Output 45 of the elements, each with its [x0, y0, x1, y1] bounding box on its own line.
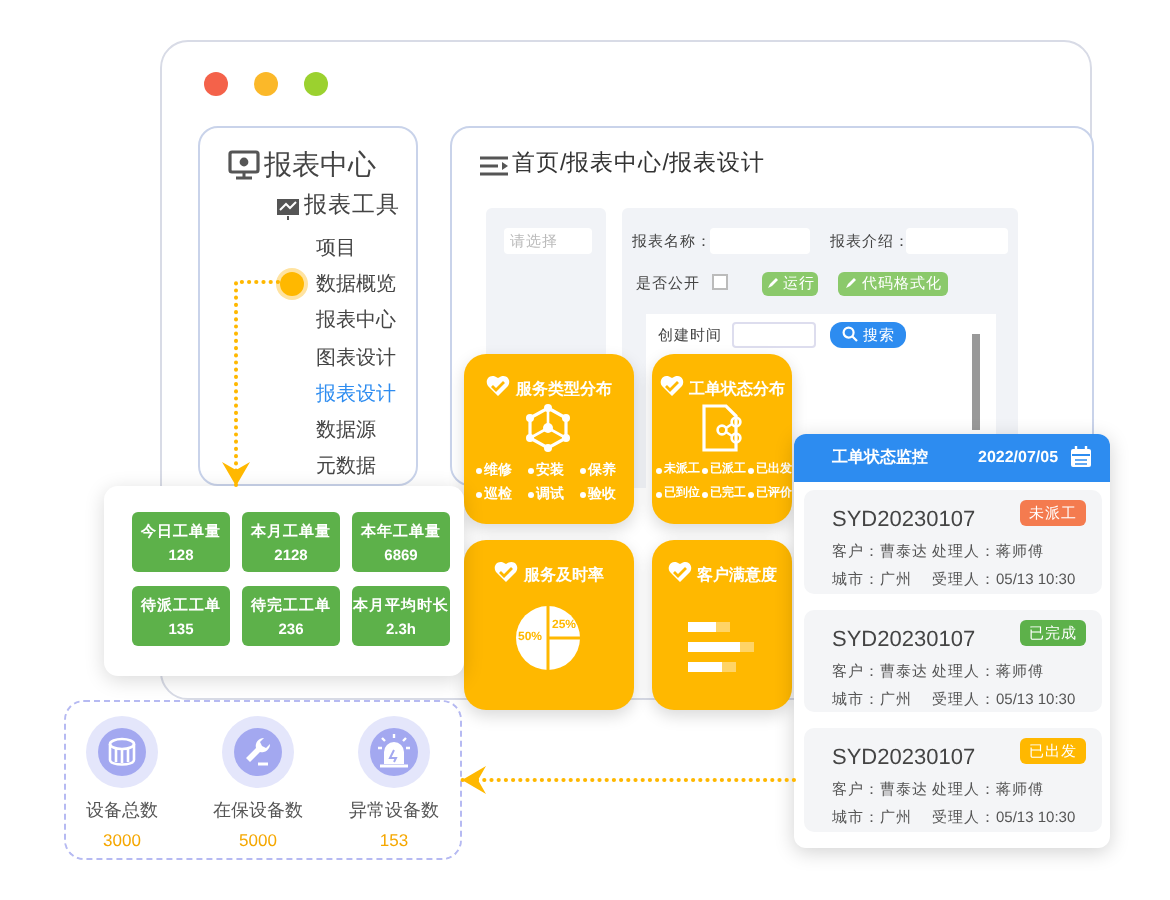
menu-item: 数据概览 — [316, 276, 396, 297]
chart-card — [652, 354, 792, 524]
order-number: SYD20230107 — [832, 630, 976, 652]
menu-item: 项目 — [316, 240, 356, 260]
header-date: 2022/07/05 — [978, 450, 1059, 466]
device-stats-panel — [64, 700, 462, 860]
menu-panel — [198, 126, 418, 486]
work-order-card — [804, 490, 1102, 594]
menu-item: 图表设计 — [316, 349, 396, 370]
card-title: 客户满意度 — [697, 566, 777, 584]
stats-card — [104, 486, 464, 676]
menu-heading: 报表工具 — [304, 196, 400, 219]
stat-tile — [352, 512, 450, 572]
arrow — [222, 280, 280, 488]
order-number: SYD20230107 — [832, 748, 976, 770]
stat-tile — [132, 512, 230, 572]
device-label: 在保设备数 — [211, 802, 305, 820]
chart-card — [652, 540, 792, 710]
device-label: 异常设备数 — [347, 802, 441, 820]
device-label: 设备总数 — [84, 802, 160, 820]
stat-tile — [132, 586, 230, 646]
card-title: 工单状态分布 — [689, 380, 785, 398]
arrow — [460, 766, 796, 794]
work-order-card — [804, 610, 1102, 712]
stat-tile — [352, 586, 450, 646]
menu-item: 数据源 — [316, 422, 376, 442]
stat-tile — [242, 586, 340, 646]
device-count: 5000 — [237, 832, 279, 849]
device-count: 3000 — [101, 832, 143, 849]
menu-item: 报表设计 — [316, 385, 396, 406]
breadcrumb: 首页/报表中心/报表设计 — [512, 154, 765, 177]
order-number: SYD20230107 — [832, 510, 976, 532]
device-count: 153 — [377, 832, 411, 849]
chart-card — [464, 540, 634, 710]
work-order-card — [804, 728, 1102, 832]
card-title: 服务类型分布 — [516, 380, 612, 398]
menu-item: 报表中心 — [316, 312, 396, 333]
card-title: 服务及时率 — [524, 566, 604, 584]
monitor-panel — [794, 434, 1110, 848]
marker-dot — [280, 272, 304, 296]
header-title: 工单状态监控 — [832, 450, 928, 466]
stat-tile — [242, 512, 340, 572]
menu-title: 报表中心 — [264, 150, 376, 178]
menu-item: 元数据 — [316, 458, 376, 479]
chart-card — [464, 354, 634, 524]
